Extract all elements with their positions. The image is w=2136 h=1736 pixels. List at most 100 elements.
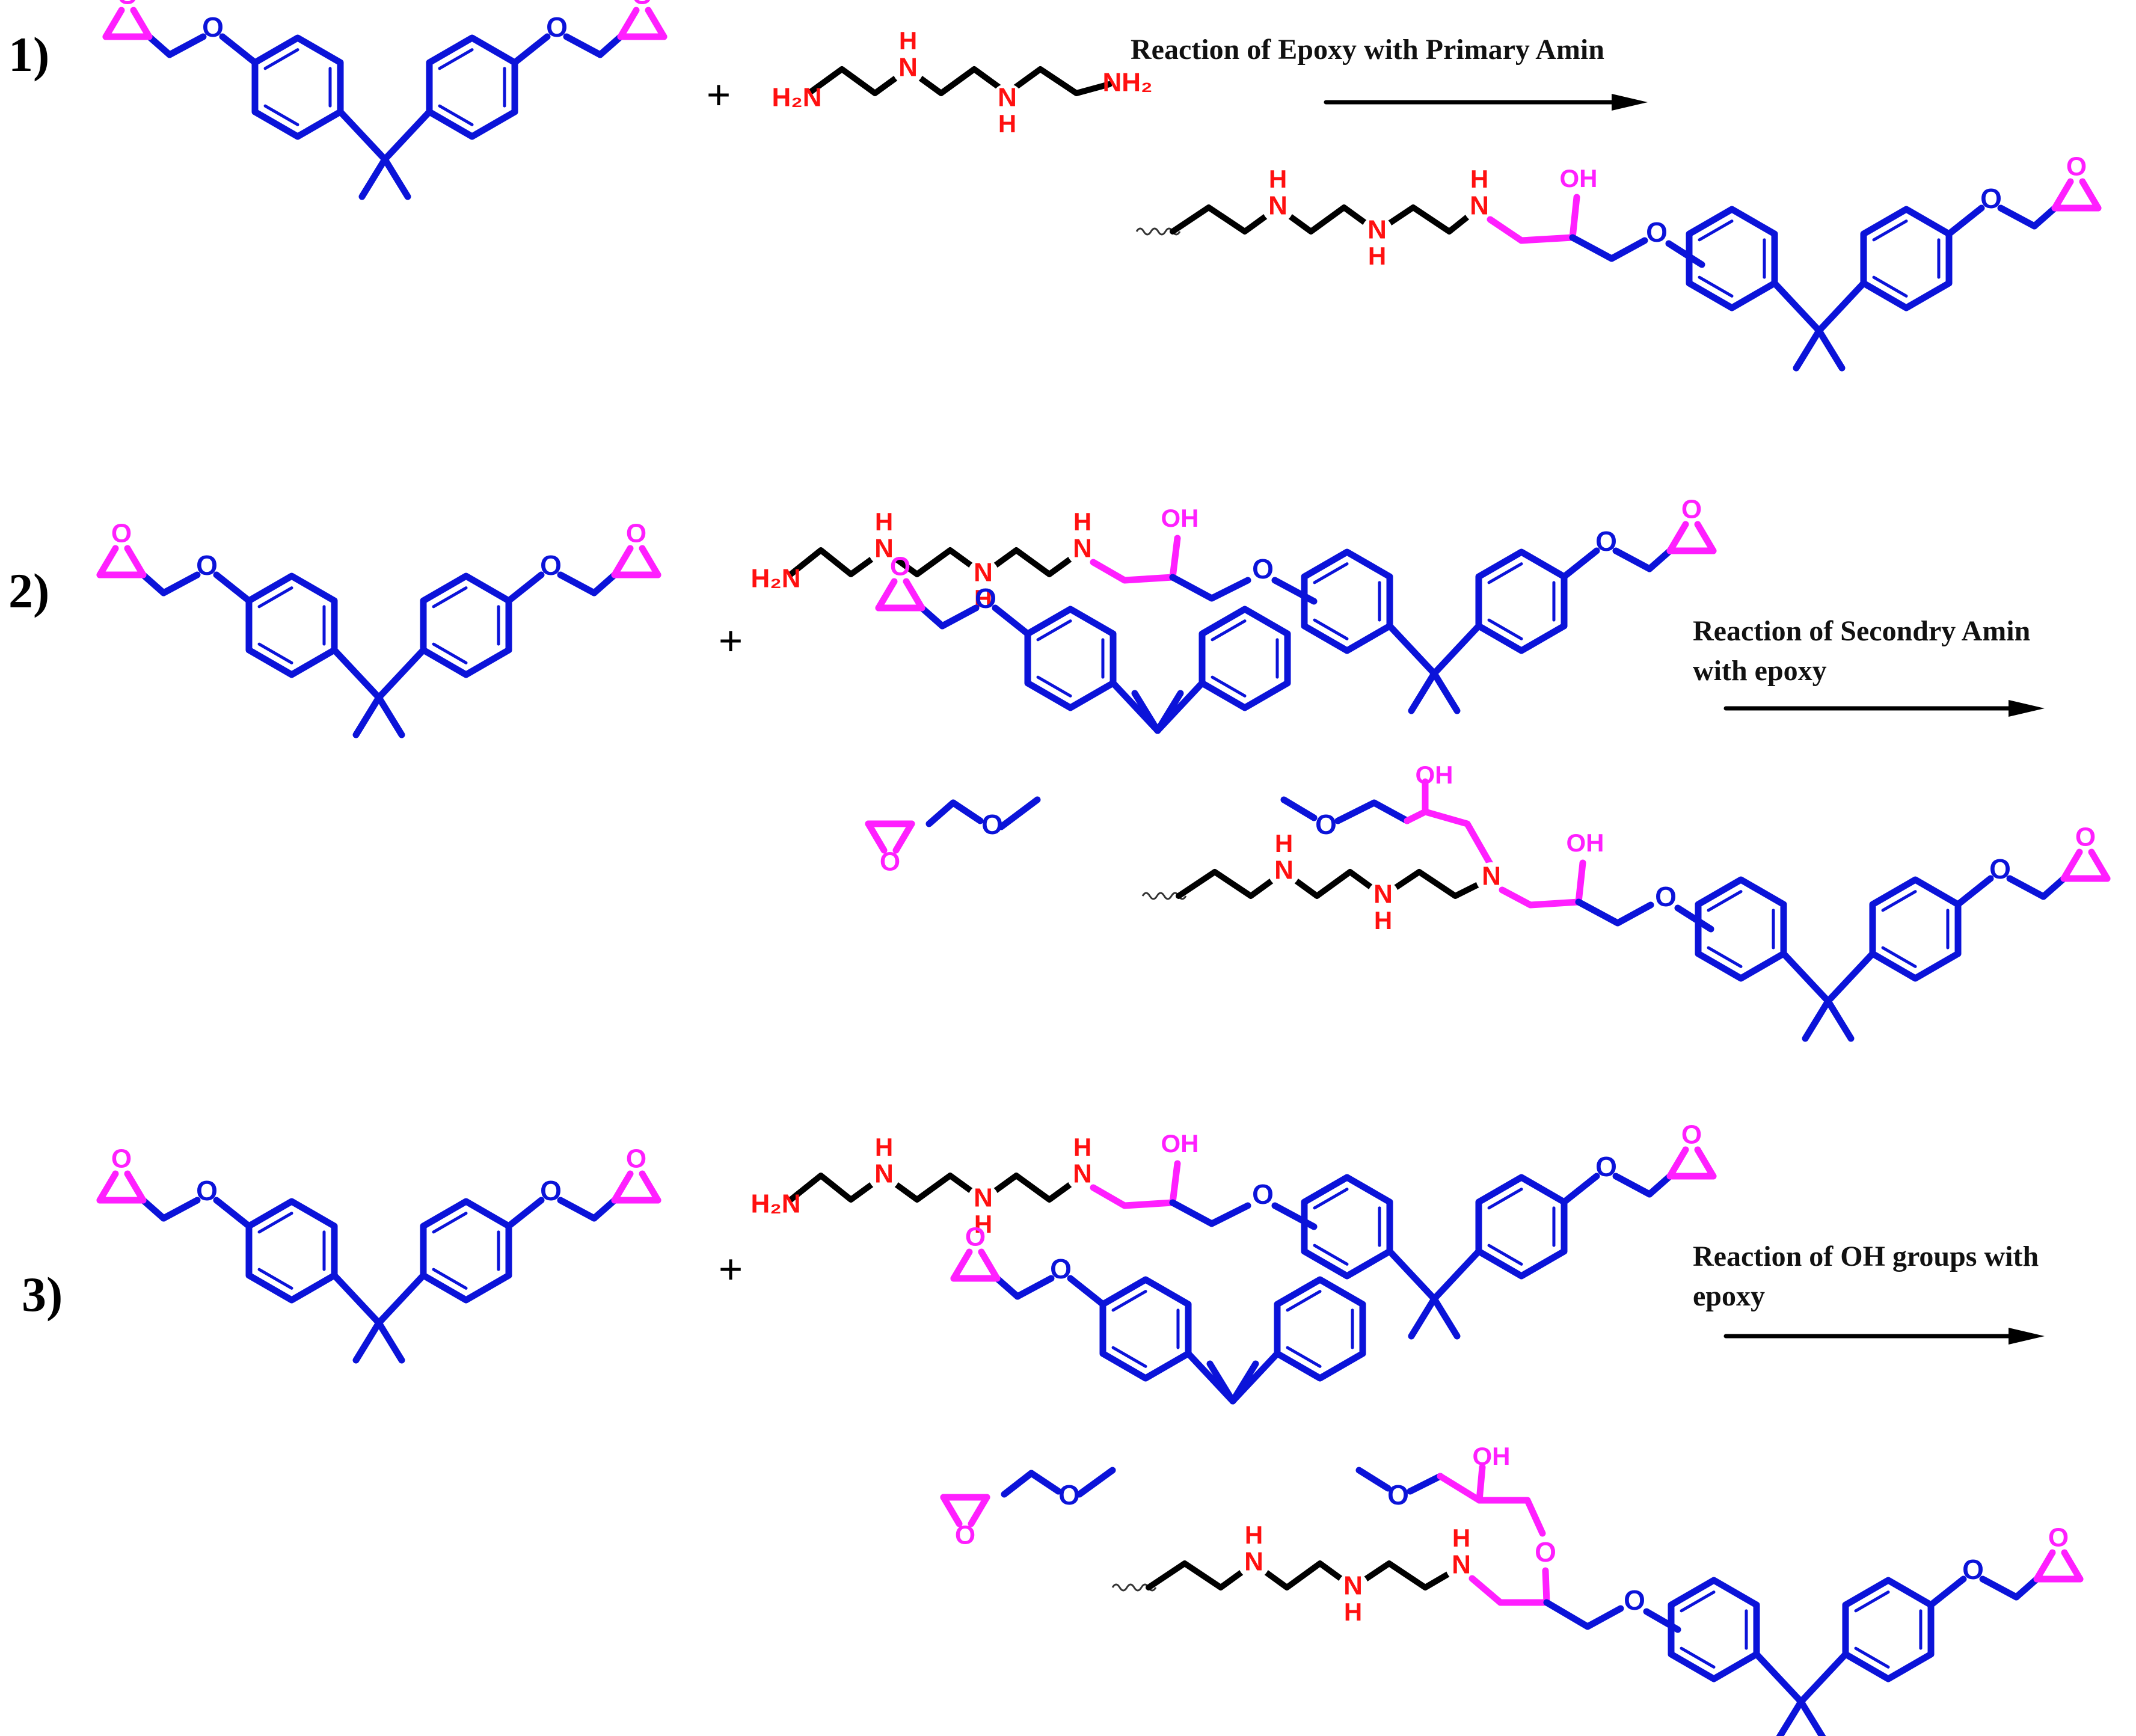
bond — [1793, 327, 1823, 372]
amine-nh-1: N — [898, 53, 918, 82]
bond — [1280, 796, 1318, 821]
bond — [140, 571, 167, 597]
bond — [1386, 622, 1438, 677]
epoxide-ring: O — [611, 1144, 661, 1204]
ether-oxygen: O — [1655, 881, 1677, 912]
product-nh: N — [1268, 191, 1287, 221]
bond — [2051, 178, 2074, 212]
bond — [865, 820, 888, 854]
nitrogen-hydrogen: H — [1452, 1524, 1470, 1552]
nitrogen-hydrogen: H — [1245, 1521, 1263, 1549]
reaction-arrow — [1324, 94, 1648, 111]
amine-nh2-start: H₂N — [750, 1189, 800, 1219]
arrow-head — [2009, 700, 2045, 717]
ring-outline — [1668, 1577, 1760, 1682]
bond — [96, 545, 119, 578]
product-3-adduct: OOO — [1468, 1523, 2084, 1736]
bond — [1036, 675, 1072, 698]
ring-outline — [251, 34, 344, 140]
bond — [1802, 998, 1832, 1042]
atom-mask — [1268, 856, 1300, 888]
bond — [968, 1494, 990, 1527]
bond — [124, 545, 147, 578]
bond — [331, 646, 382, 701]
bond — [950, 799, 984, 824]
bond — [1881, 890, 1917, 912]
step-number: 1) — [8, 27, 49, 82]
bond — [2040, 875, 2067, 900]
bond — [438, 104, 474, 126]
ring-outline — [1274, 1276, 1366, 1382]
bond — [432, 586, 468, 609]
bond — [1487, 1188, 1523, 1210]
hydroxyl-label: OH — [1567, 829, 1604, 857]
caption-line: Reaction of Secondry Amin — [1693, 615, 2030, 647]
epoxide-oxygen: O — [111, 519, 132, 548]
bond — [1476, 1464, 1486, 1504]
bond — [875, 578, 898, 612]
bond — [2079, 178, 2102, 212]
nitrogen-hydrogen: H — [899, 26, 917, 55]
epoxide-oxygen: O — [2066, 152, 2087, 182]
epoxide-ring: O — [2033, 1523, 2084, 1583]
bond — [639, 1170, 661, 1204]
bond — [1824, 998, 1855, 1042]
bond-chain — [1487, 216, 1576, 244]
bond — [160, 1197, 201, 1222]
ring-outline — [1695, 876, 1787, 982]
atom-mask — [892, 54, 924, 85]
bond — [511, 33, 551, 66]
amine-nh-2: N — [974, 558, 993, 587]
benzene-ring — [1475, 548, 1568, 654]
bond-chain — [1169, 1199, 1251, 1227]
bond — [358, 156, 388, 200]
bond — [611, 1170, 634, 1204]
nitrogen-hydrogen: H — [974, 1210, 992, 1238]
bond — [1154, 690, 1184, 734]
amine-nh-2: N — [998, 83, 1017, 112]
bond — [1854, 1590, 1890, 1613]
ether-oxygen: O — [1624, 1584, 1645, 1616]
ring-outline — [420, 572, 512, 678]
nitrogen-hydrogen: H — [1275, 829, 1293, 857]
bond — [2006, 875, 2047, 900]
bond — [102, 7, 125, 40]
bond — [557, 1197, 598, 1222]
epoxide-ring: O — [2060, 823, 2111, 882]
product-nh-adduct: N — [1452, 1550, 1471, 1580]
caption-line: epoxy — [1693, 1280, 1765, 1312]
bond — [1707, 890, 1743, 912]
bond — [1776, 1698, 1805, 1736]
bond — [1927, 1575, 1967, 1609]
bond — [219, 33, 259, 66]
bond — [2031, 204, 2058, 230]
bond — [1028, 1470, 1062, 1495]
atom-mask — [968, 559, 999, 590]
bond — [1815, 280, 1867, 334]
amine-nh2-start: H₂N — [750, 564, 800, 593]
bond — [375, 1319, 405, 1364]
bond-chain — [788, 547, 1085, 577]
product-badge-unit: OO — [1668, 1523, 2084, 1736]
atom-mask — [760, 1190, 791, 1221]
epoxide-ring: O — [1666, 1120, 1717, 1180]
bond-chain — [1170, 204, 1482, 235]
epoxide-ring: O — [96, 1144, 147, 1204]
bond — [1131, 690, 1161, 734]
bond — [1561, 547, 1600, 580]
nitrogen-hydrogen: H — [1344, 1598, 1362, 1626]
bond — [263, 48, 299, 70]
bond — [1408, 1295, 1438, 1340]
bond — [1271, 1202, 1318, 1230]
epoxide-oxygen: O — [2048, 1523, 2069, 1553]
ether-oxygen: O — [1252, 1179, 1274, 1210]
bond — [124, 1170, 147, 1204]
bond — [639, 545, 661, 578]
bond-chain — [788, 1173, 1085, 1203]
bond — [1646, 547, 1674, 572]
bond — [1431, 1248, 1482, 1302]
benzene-ring — [245, 1198, 338, 1304]
